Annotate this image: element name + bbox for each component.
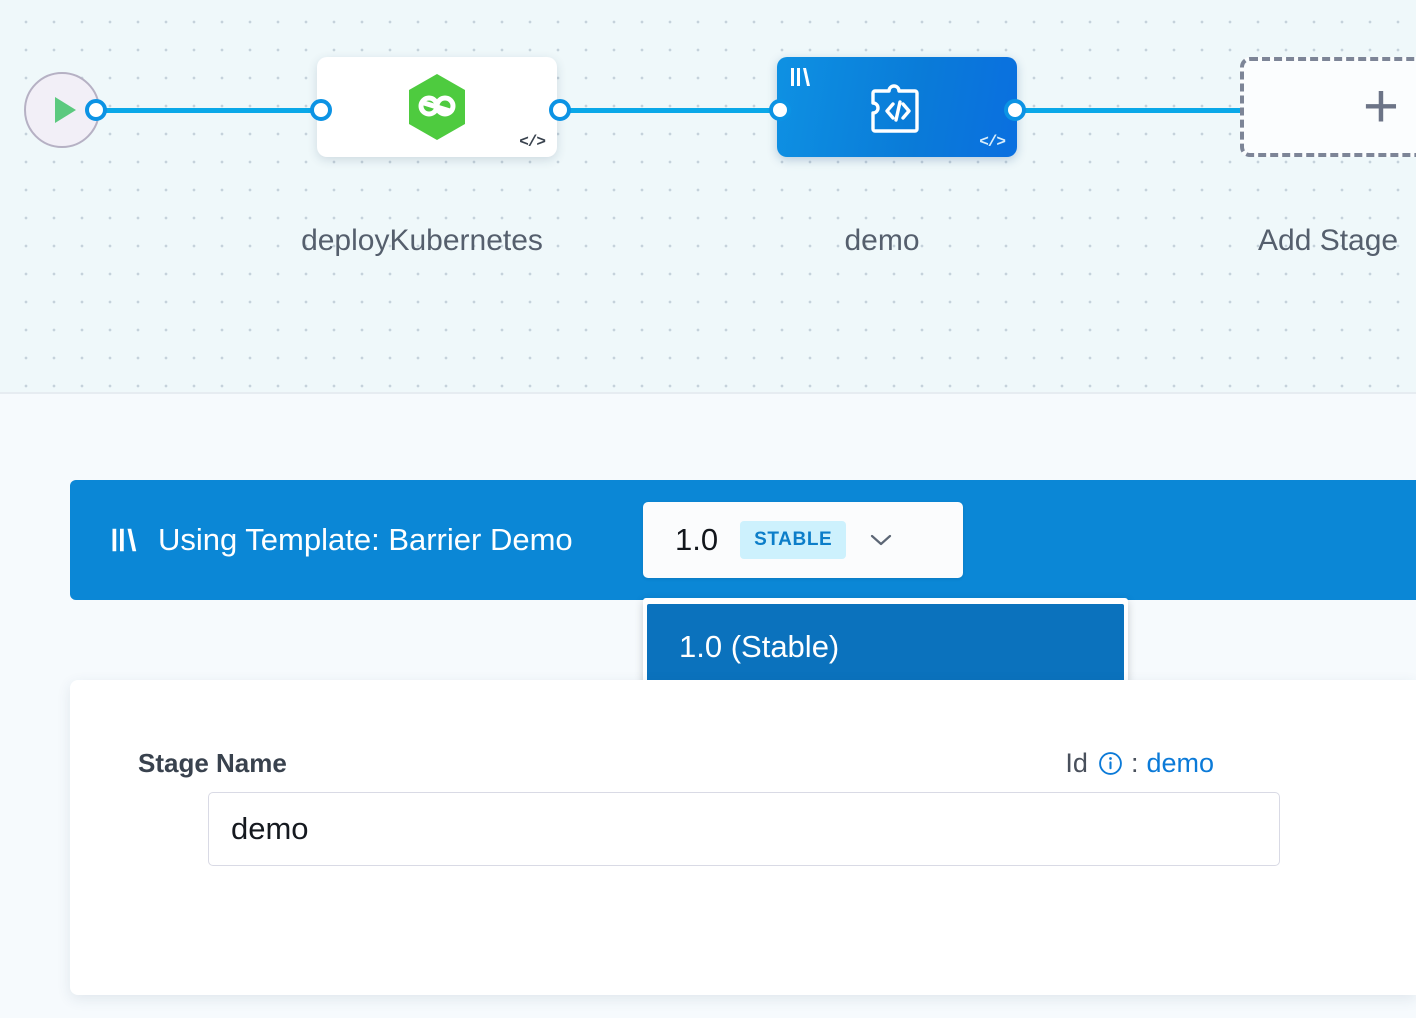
stage-id-value[interactable]: demo (1146, 748, 1214, 778)
stage-label-deploykubernetes: deployKubernetes (301, 224, 543, 257)
stage-name-input-value: demo (231, 811, 309, 846)
connector-dot[interactable] (1004, 99, 1026, 121)
connector-dot[interactable] (310, 99, 332, 121)
harness-hexagon-icon (409, 74, 465, 140)
using-template-banner: Using Template: Barrier Demo 1.0 STABLE (70, 480, 1416, 600)
template-version-select[interactable]: 1.0 STABLE (643, 502, 963, 578)
using-template-label: Using Template: Barrier Demo (158, 522, 573, 557)
stage-node-demo[interactable]: </> (777, 57, 1017, 157)
plus-icon: + (1362, 72, 1400, 142)
stage-overview-card: Stage Name Id : demo demo (70, 680, 1416, 995)
stage-node-deploykubernetes[interactable]: </> (317, 57, 557, 157)
pipeline-canvas[interactable]: </> </> + deployKub (0, 0, 1416, 394)
stage-label-demo: demo (844, 224, 920, 257)
id-separator: : (1130, 748, 1139, 778)
stage-name-label: Stage Name (138, 748, 287, 778)
connector-dot[interactable] (769, 99, 791, 121)
add-stage-label: Add Stage (1258, 224, 1399, 257)
template-icon (791, 68, 810, 86)
connector-dot[interactable] (85, 99, 107, 121)
stage-id-display: Id : demo (1065, 748, 1214, 779)
template-icon (112, 528, 137, 552)
dropdown-option-label: 1.0 (Stable) (679, 628, 840, 664)
template-version-dropdown[interactable]: 1.0 (Stable) (643, 598, 1128, 695)
id-label: Id (1065, 748, 1088, 778)
chevron-down-icon (871, 534, 892, 546)
status-badge: STABLE (740, 521, 847, 559)
code-badge-icon: </> (979, 133, 1006, 151)
connector-edge (90, 108, 330, 113)
code-badge-icon: </> (519, 133, 546, 151)
play-icon (54, 97, 76, 123)
template-version-value: 1.0 (675, 522, 719, 557)
stage-name-row: Stage Name Id : demo (138, 748, 1214, 779)
add-stage-node[interactable]: + (1240, 57, 1416, 157)
connector-dot[interactable] (549, 99, 571, 121)
stage-name-input[interactable]: demo (208, 792, 1280, 866)
info-circle-icon[interactable] (1098, 751, 1123, 776)
stage-config-panel: Using Template: Barrier Demo 1.0 STABLE … (0, 394, 1416, 1018)
dropdown-option-1-0-stable[interactable]: 1.0 (Stable) (647, 604, 1124, 689)
connector-edge (1005, 108, 1250, 113)
template-puzzle-code-icon (871, 84, 919, 133)
connector-edge (550, 108, 790, 113)
